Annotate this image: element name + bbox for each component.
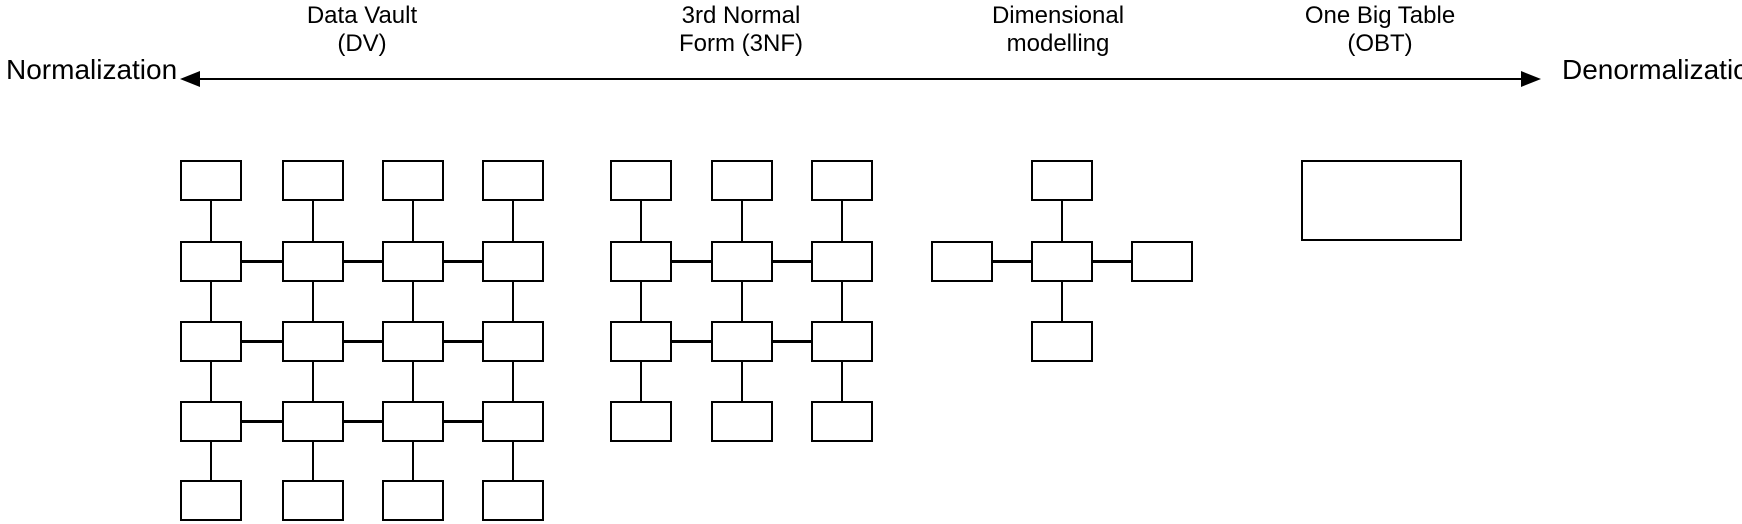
entity-box <box>1031 241 1093 282</box>
entity-box <box>610 241 672 282</box>
entity-box <box>482 160 544 201</box>
connector-line <box>242 420 282 423</box>
header-data-vault-line1: Data Vault <box>306 2 418 29</box>
connector-line <box>209 201 213 241</box>
header-third-normal-form-line2: Form (3NF) <box>679 30 803 57</box>
connector-line <box>639 201 643 241</box>
entity-box <box>282 241 344 282</box>
entity-box <box>282 321 344 362</box>
connector-line <box>242 340 282 343</box>
connector-line <box>773 340 811 343</box>
connector-line <box>411 282 415 321</box>
connector-line <box>840 362 844 401</box>
entity-box <box>382 480 444 521</box>
connector-line <box>840 201 844 241</box>
entity-box <box>811 401 873 442</box>
connector-line <box>1093 260 1131 263</box>
connector-line <box>993 260 1031 263</box>
header-third-normal-form-line1: 3rd Normal <box>681 2 801 29</box>
connector-line <box>740 282 744 321</box>
header-third-normal-form: 3rd Normal Form (3NF) <box>679 2 803 58</box>
header-data-vault: Data Vault (DV) <box>307 2 417 58</box>
connector-line <box>840 282 844 321</box>
connector-line <box>639 362 643 401</box>
entity-box <box>180 401 242 442</box>
connector-line <box>344 340 382 343</box>
entity-box <box>811 160 873 201</box>
entity-box <box>282 160 344 201</box>
header-dimensional-modelling-line1: Dimensional <box>991 2 1125 29</box>
entity-box <box>282 480 344 521</box>
connector-line <box>311 442 315 480</box>
header-one-big-table-line2: (OBT) <box>1347 30 1413 57</box>
denormalization-label: Denormalization <box>1562 54 1742 85</box>
header-data-vault-line2: (DV) <box>337 30 387 57</box>
entity-box <box>180 480 242 521</box>
header-dimensional-modelling-line2: modelling <box>1006 30 1110 57</box>
entity-box <box>1031 160 1093 201</box>
entity-box <box>482 401 544 442</box>
entity-box <box>482 241 544 282</box>
connector-line <box>1060 201 1064 241</box>
entity-box <box>382 321 444 362</box>
connector-line <box>411 201 415 241</box>
header-dimensional-modelling: Dimensional modelling <box>992 2 1124 58</box>
connector-line <box>344 420 382 423</box>
entity-box <box>1301 160 1462 241</box>
connector-line <box>311 282 315 321</box>
entity-box <box>382 160 444 201</box>
left-arrowhead-icon <box>180 71 200 87</box>
connector-line <box>311 201 315 241</box>
connector-line <box>511 282 515 321</box>
entity-box <box>282 401 344 442</box>
connector-line <box>411 362 415 401</box>
connector-line <box>444 420 482 423</box>
connector-line <box>639 282 643 321</box>
connector-line <box>411 442 415 480</box>
connector-line <box>209 442 213 480</box>
entity-box <box>610 401 672 442</box>
connector-line <box>344 260 382 263</box>
entity-box <box>180 321 242 362</box>
connector-line <box>773 260 811 263</box>
normalization-label: Normalization <box>6 54 178 85</box>
right-arrowhead-icon <box>1521 71 1541 87</box>
entity-box <box>711 321 773 362</box>
entity-box <box>811 321 873 362</box>
entity-box <box>180 160 242 201</box>
entity-box <box>610 160 672 201</box>
entity-box <box>931 241 993 282</box>
header-one-big-table-line1: One Big Table <box>1304 2 1456 29</box>
connector-line <box>672 260 711 263</box>
entity-box <box>382 401 444 442</box>
connector-line <box>444 260 482 263</box>
entity-box <box>382 241 444 282</box>
connector-line <box>242 260 282 263</box>
connector-line <box>311 362 315 401</box>
connector-line <box>209 362 213 401</box>
connector-line <box>511 201 515 241</box>
connector-line <box>672 340 711 343</box>
connector-line <box>444 340 482 343</box>
header-one-big-table: One Big Table (OBT) <box>1305 2 1455 58</box>
entity-box <box>711 241 773 282</box>
axis-line <box>196 77 1525 81</box>
connector-line <box>209 282 213 321</box>
entity-box <box>811 241 873 282</box>
entity-box <box>1031 321 1093 362</box>
entity-box <box>711 160 773 201</box>
entity-box <box>1131 241 1193 282</box>
entity-box <box>482 321 544 362</box>
connector-line <box>511 442 515 480</box>
connector-line <box>511 362 515 401</box>
connector-line <box>740 362 744 401</box>
connector-line <box>1060 282 1064 321</box>
entity-box <box>711 401 773 442</box>
entity-box <box>180 241 242 282</box>
connector-line <box>740 201 744 241</box>
entity-box <box>610 321 672 362</box>
entity-box <box>482 480 544 521</box>
